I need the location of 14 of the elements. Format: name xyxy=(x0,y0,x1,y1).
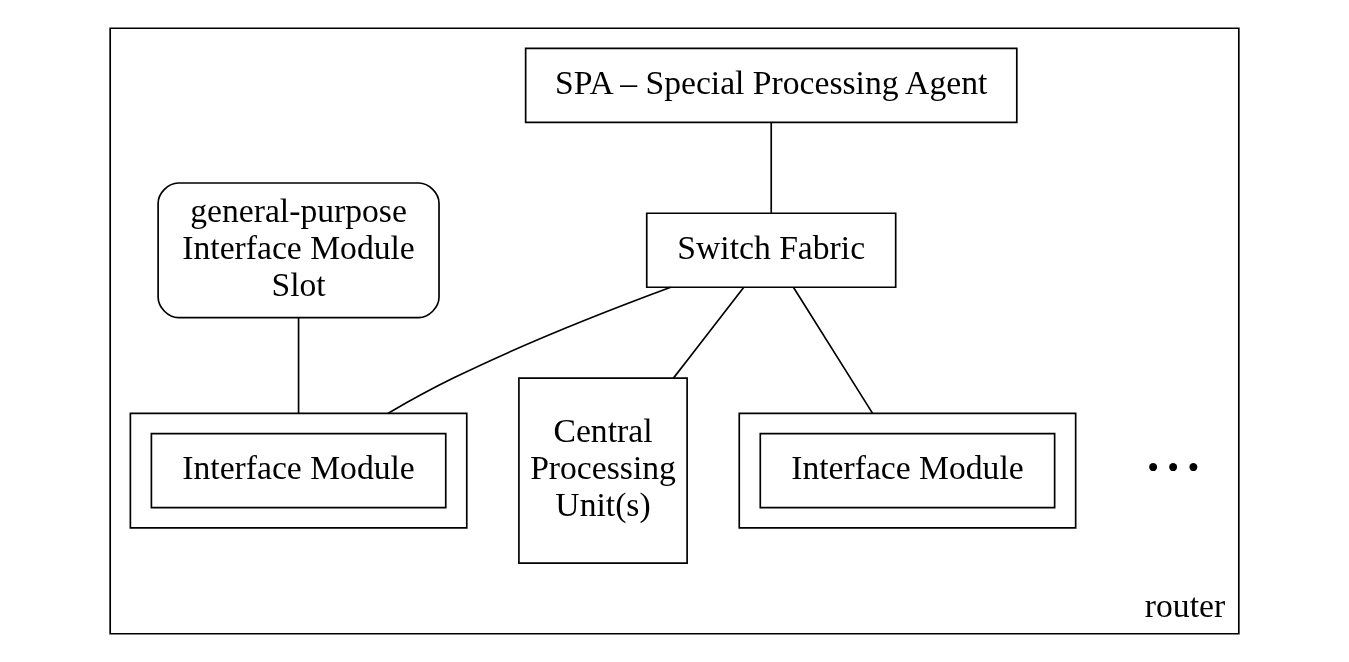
node-box: general-purpose Interface Module Slot xyxy=(157,182,440,319)
cluster xyxy=(129,412,468,529)
connector xyxy=(672,286,745,379)
label: • • • xyxy=(1147,449,1200,487)
node-box: Switch Fabric xyxy=(645,212,897,289)
connector xyxy=(297,316,300,415)
connector xyxy=(387,286,672,415)
node-box: SPA – Special Processing Agent xyxy=(524,47,1018,124)
node-box: Central Processing Unit(s) xyxy=(518,377,688,564)
node-box: Interface Module xyxy=(150,432,447,509)
cluster xyxy=(738,412,1077,529)
connector xyxy=(792,286,874,415)
connector xyxy=(770,122,773,214)
node-box: Interface Module xyxy=(759,432,1056,509)
